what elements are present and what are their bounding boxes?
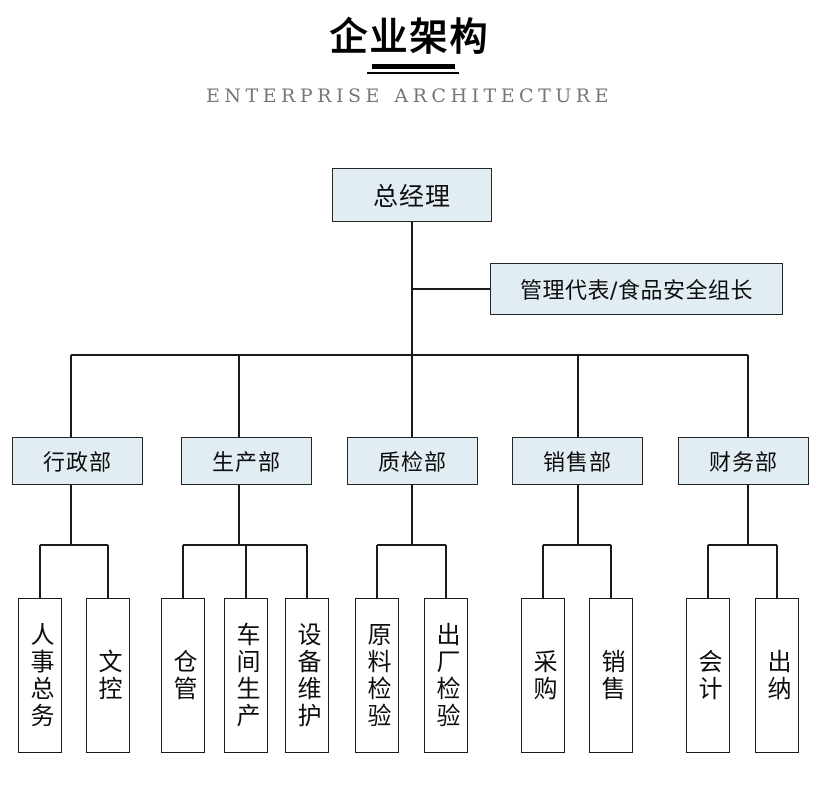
org-node-dept-sales[interactable]: 销售部 (512, 437, 643, 485)
org-node-leaf-raw[interactable]: 原料检验 (355, 598, 399, 753)
org-node-root[interactable]: 总经理 (332, 168, 492, 222)
org-node-leaf-wh[interactable]: 仓管 (161, 598, 205, 753)
org-node-label: 销售部 (542, 451, 612, 476)
org-node-dept-admin[interactable]: 行政部 (12, 437, 143, 485)
org-node-dept-qc[interactable]: 质检部 (347, 437, 478, 485)
title-rule-thick (372, 64, 455, 69)
org-node-leaf-acct[interactable]: 会计 (686, 598, 730, 753)
org-node-leaf-buy[interactable]: 采购 (521, 598, 565, 753)
org-node-leaf-hr[interactable]: 人事总务 (18, 598, 62, 753)
org-node-label: 车间生产 (232, 621, 260, 730)
title-rule-thin (367, 72, 459, 74)
org-node-leaf-doc[interactable]: 文控 (86, 598, 130, 753)
org-node-label: 设备维护 (293, 621, 321, 730)
org-node-label: 仓管 (169, 648, 197, 703)
org-node-label: 文控 (94, 648, 122, 703)
org-node-label: 行政部 (42, 451, 112, 476)
org-node-label: 总经理 (372, 182, 451, 211)
org-node-label: 出厂检验 (432, 621, 460, 730)
page-subtitle: ENTERPRISE ARCHITECTURE (206, 85, 613, 107)
org-node-leaf-out[interactable]: 出厂检验 (424, 598, 468, 753)
org-node-label: 出纳 (763, 648, 791, 703)
page-title: 企业架构 (329, 15, 490, 59)
org-node-label: 质检部 (377, 451, 447, 476)
org-node-label: 采购 (529, 648, 557, 703)
org-node-leaf-maint[interactable]: 设备维护 (285, 598, 329, 753)
org-node-label: 原料检验 (363, 621, 391, 730)
org-node-label: 销售 (597, 648, 625, 703)
org-node-label: 会计 (694, 648, 722, 703)
org-node-label: 人事总务 (26, 621, 54, 730)
org-node-leaf-sell[interactable]: 销售 (589, 598, 633, 753)
org-node-leaf-shop[interactable]: 车间生产 (224, 598, 268, 753)
org-node-dept-fin[interactable]: 财务部 (678, 437, 809, 485)
org-node-leaf-cash[interactable]: 出纳 (755, 598, 799, 753)
org-node-label: 财务部 (708, 451, 778, 476)
org-node-dept-prod[interactable]: 生产部 (181, 437, 312, 485)
org-node-label: 生产部 (211, 451, 281, 476)
org-node-staff[interactable]: 管理代表/食品安全组长 (490, 263, 783, 315)
org-node-label: 管理代表/食品安全组长 (520, 279, 753, 304)
